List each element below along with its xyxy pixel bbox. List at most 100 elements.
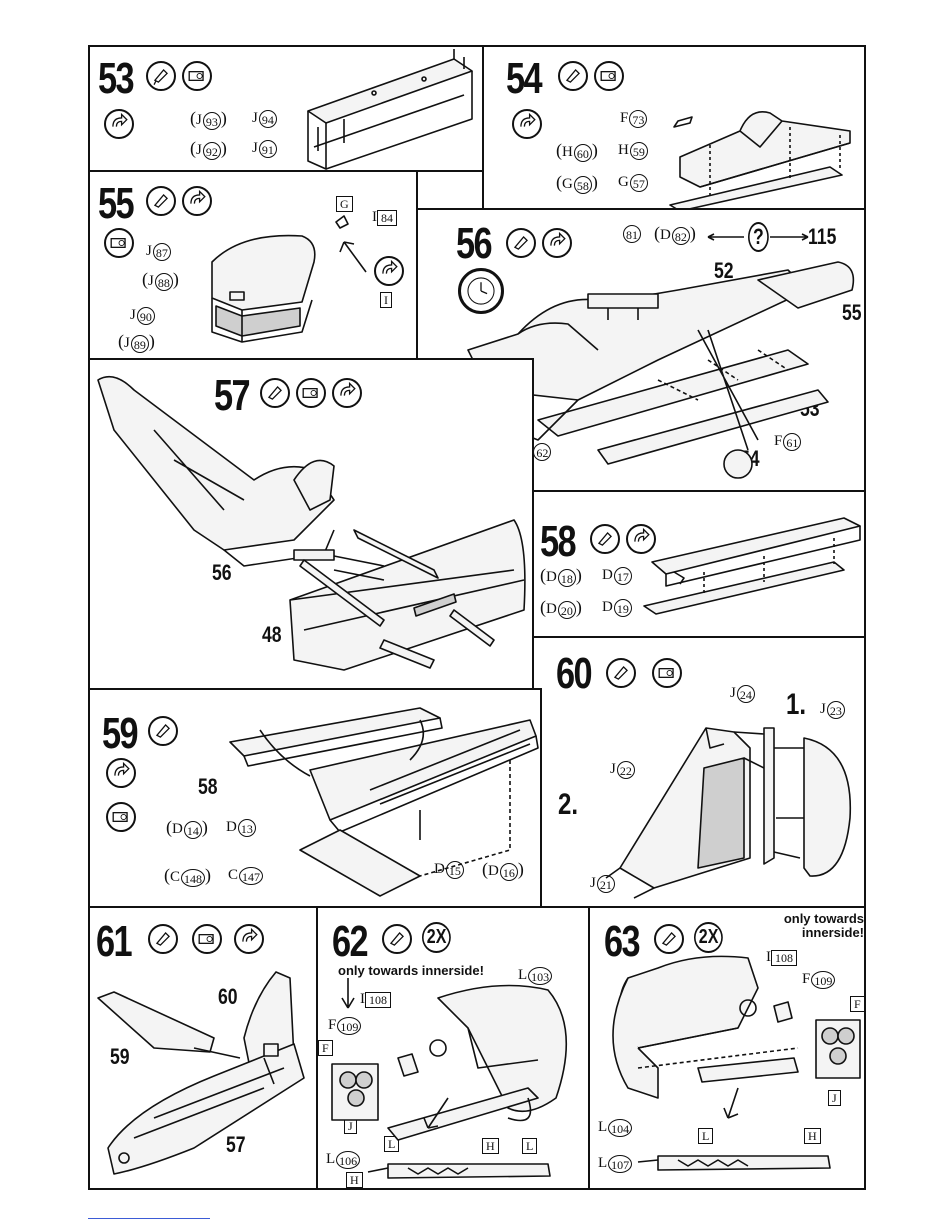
ref-55: 55 — [842, 300, 862, 325]
arrows-drawing — [707, 233, 809, 241]
ref-59: 59 — [110, 1044, 130, 1069]
rotate-icon — [182, 186, 212, 216]
flag-h: H — [482, 1136, 499, 1154]
multiplier-2x: 2X — [694, 922, 724, 953]
cowling-drawing — [211, 234, 316, 343]
step-number: 55 — [98, 179, 135, 228]
ref-57: 57 — [226, 1132, 246, 1157]
glue-icon — [506, 228, 536, 258]
paint-icon — [652, 658, 682, 688]
flag-i: I — [380, 290, 392, 308]
rotate-icon — [234, 924, 264, 954]
note-innerside: only towards innerside! — [338, 963, 484, 978]
ref-48: 48 — [262, 622, 282, 647]
flag-f: F — [850, 994, 865, 1012]
wing-flap-drawing — [229, 707, 539, 897]
rotate-icon — [626, 524, 656, 554]
paint-icon — [104, 228, 134, 258]
rotate-icon — [542, 228, 572, 258]
glue-icon — [148, 924, 178, 954]
radiator-drawing — [331, 978, 568, 1179]
note-innerside: only towards innerside! — [783, 911, 864, 940]
rotate-icon — [106, 758, 136, 788]
flag-g: G — [336, 194, 353, 212]
multiplier-2x: 2X — [422, 922, 452, 953]
step-number: 59 — [102, 709, 139, 758]
substep-1: 1. — [786, 688, 807, 721]
rotate-icon — [512, 109, 542, 139]
step-61-panel: 61 60 59 57 — [88, 906, 318, 1190]
glue-icon — [654, 924, 684, 954]
paint-icon — [182, 61, 212, 91]
flap-drawing — [643, 517, 861, 615]
flag-l: L — [384, 1134, 400, 1152]
page-link-underline[interactable] — [88, 1218, 210, 1219]
paint-icon — [594, 61, 624, 91]
clock-icon — [458, 268, 504, 314]
radiator-drawing — [612, 955, 861, 1171]
glue-icon — [590, 524, 620, 554]
step-number: 62 — [332, 917, 369, 966]
ref-60: 60 — [218, 984, 238, 1009]
ref-115: 115 — [808, 224, 837, 249]
arrow-drawing — [335, 215, 367, 273]
glue-icon — [146, 186, 176, 216]
glue-icon — [148, 716, 178, 746]
step-number: 56 — [456, 219, 493, 268]
step-57-panel: 57 56 48 — [88, 358, 534, 690]
flag-f: F — [318, 1038, 333, 1056]
step-number: 58 — [540, 517, 577, 566]
step-number: 60 — [556, 649, 593, 698]
step-number: 57 — [214, 371, 251, 420]
substep-2: 2. — [558, 788, 579, 821]
step-number: 54 — [506, 54, 543, 103]
ref-56: 56 — [212, 560, 232, 585]
flag-j: J — [828, 1088, 841, 1106]
glue-icon — [382, 924, 412, 954]
part-81: 81 — [622, 224, 641, 243]
glue-icon — [146, 61, 176, 91]
step-number: 53 — [98, 54, 135, 103]
step-number: 61 — [96, 917, 133, 966]
wing-assembly-drawing — [467, 261, 855, 479]
paint-icon — [106, 802, 136, 832]
rotate-icon — [104, 109, 134, 139]
glue-icon — [260, 378, 290, 408]
question-mark: ? — [748, 222, 769, 252]
rotate-icon — [332, 378, 362, 408]
fuselage-wing-drawing — [97, 375, 526, 671]
rotate-icon — [374, 256, 404, 286]
